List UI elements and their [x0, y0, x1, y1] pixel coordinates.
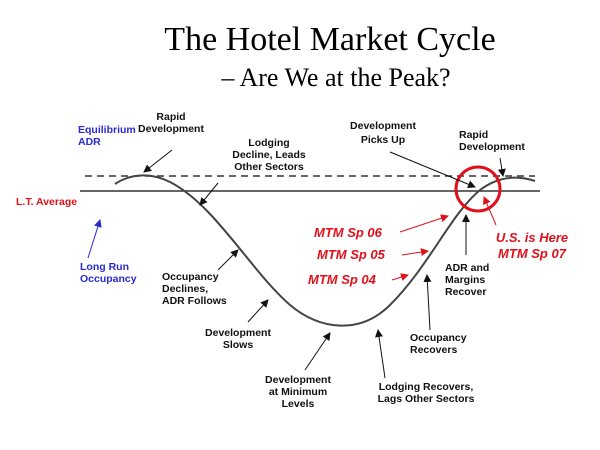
mtm-sp04-arrow: [391, 273, 409, 281]
arrow: [497, 157, 506, 177]
arrow: [217, 249, 239, 271]
mtm-sp05-label: MTM Sp 05: [317, 247, 386, 262]
title: The Hotel Market Cycle: [164, 21, 495, 58]
arrow: [304, 332, 331, 371]
arrow: [389, 151, 476, 189]
lt-average-label: L.T. Average: [16, 196, 77, 208]
arrow: [375, 329, 386, 379]
arrow: [143, 149, 173, 173]
long-run-arrow: [87, 219, 102, 259]
mtm-sp06-arrow: [399, 214, 449, 233]
arrow: [247, 299, 269, 323]
cycle-curve: [114, 174, 536, 327]
lodging-recovers-label: Lodging Recovers,Lags Other Sectors: [378, 381, 475, 405]
current-position-circle: [454, 165, 502, 213]
arrow: [423, 274, 432, 331]
subtitle: – Are We at the Peak?: [220, 63, 450, 92]
us-is-here-arrow: [483, 196, 497, 226]
mtm-sp06-label: MTM Sp 06: [314, 225, 383, 240]
arrow: [199, 182, 219, 206]
mtm-sp05-arrow: [401, 248, 429, 257]
mtm-sp04-label: MTM Sp 04: [308, 272, 377, 287]
